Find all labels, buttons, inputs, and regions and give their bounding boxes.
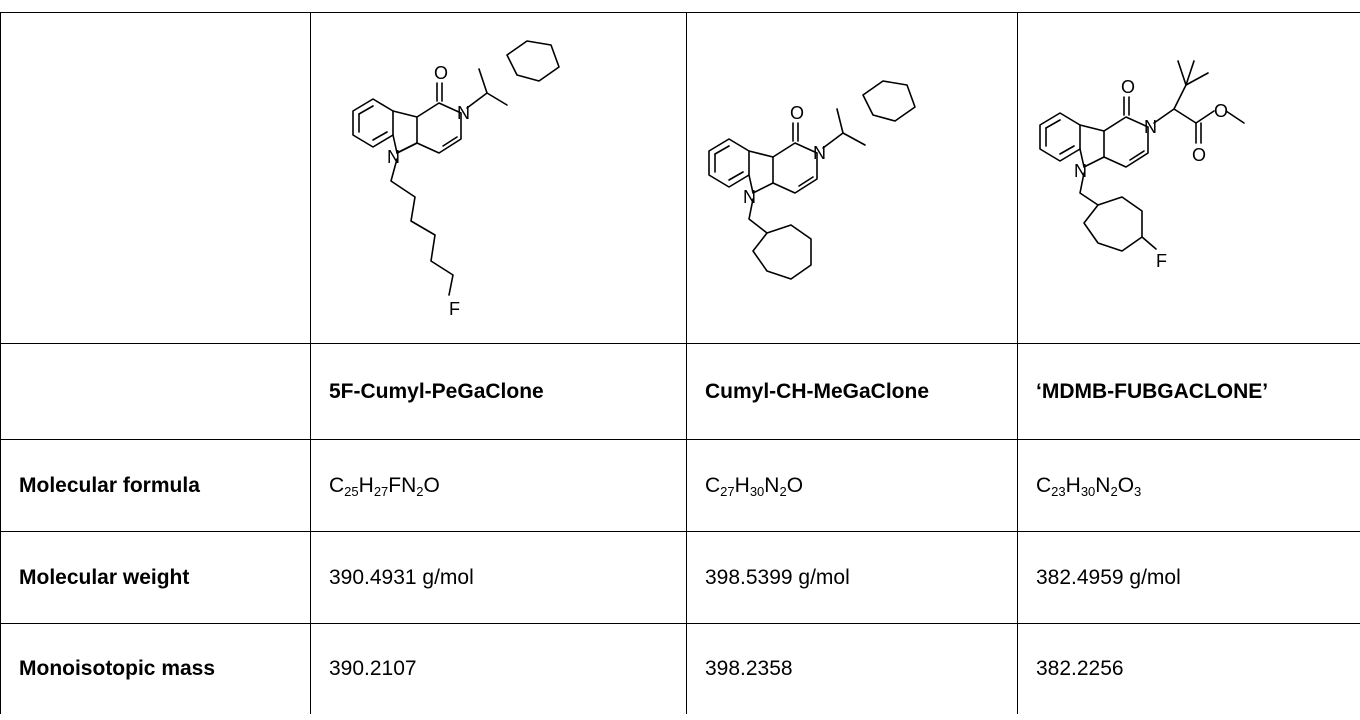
- formula-row: Molecular formula C25H27FN2O C27H30N2O C…: [0, 439, 1360, 532]
- formula-1: C25H27FN2O: [310, 439, 687, 532]
- oxygen-label: O: [434, 63, 448, 83]
- formula-element: O: [423, 473, 440, 497]
- formula-element: N: [1095, 473, 1111, 497]
- nitrogen-label: N: [743, 187, 756, 207]
- structure-row: O N N F O N N: [0, 12, 1360, 344]
- formula-count: 25: [344, 483, 359, 499]
- formula-count: 2: [779, 483, 787, 499]
- formula-element: H: [734, 473, 750, 497]
- fluorine-label: F: [449, 299, 460, 319]
- mass-2: 398.2358: [686, 623, 1018, 714]
- name-row: 5F-Cumyl-PeGaClone Cumyl-CH-MeGaClone ‘M…: [0, 343, 1360, 440]
- formula-element: O: [1117, 473, 1135, 497]
- nitrogen-label: N: [1074, 161, 1087, 181]
- formula-count: 23: [1051, 483, 1066, 499]
- compound-name-1: 5F-Cumyl-PeGaClone: [310, 343, 687, 440]
- nitrogen-label: N: [1144, 117, 1157, 137]
- weight-row: Molecular weight 390.4931 g/mol 398.5399…: [0, 531, 1360, 624]
- oxygen-label: O: [1192, 145, 1206, 165]
- compound-comparison-table: O N N F O N N: [0, 12, 1360, 714]
- formula-3: C23H30N2O3: [1017, 439, 1360, 532]
- weight-2: 398.5399 g/mol: [686, 531, 1018, 624]
- formula-element: C: [705, 473, 721, 497]
- formula-2: C27H30N2O: [686, 439, 1018, 532]
- weight-label: Molecular weight: [0, 531, 311, 624]
- 5f-cumyl-pegaclone-structure-icon: O N N F: [352, 40, 560, 319]
- formula-count: 2: [416, 483, 424, 499]
- corner-cell: [0, 12, 311, 344]
- formula-count: 2: [1110, 483, 1118, 499]
- structure-cell-3: O N N O O F: [1017, 12, 1360, 344]
- oxygen-label: O: [1121, 77, 1135, 97]
- name-row-label: [0, 343, 311, 440]
- formula-count: 27: [373, 483, 389, 499]
- mass-row: Monoisotopic mass 390.2107 398.2358 382.…: [0, 623, 1360, 714]
- structure-cell-2: O N N: [686, 12, 1018, 344]
- oxygen-label: O: [790, 103, 804, 123]
- cumyl-ch-megaclone-structure-icon: O N N: [708, 80, 916, 280]
- formula-element: N: [401, 473, 417, 497]
- formula-count: 3: [1134, 483, 1142, 499]
- nitrogen-label: N: [813, 143, 826, 163]
- formula-element: C: [1036, 473, 1052, 497]
- formula-element: O: [786, 473, 804, 497]
- compound-name-3: ‘MDMB-FUBGACLONE’: [1017, 343, 1360, 440]
- mass-3: 382.2256: [1017, 623, 1360, 714]
- formula-element: F: [388, 473, 402, 497]
- formula-count: 27: [720, 483, 735, 499]
- nitrogen-label: N: [457, 103, 470, 123]
- formula-element: H: [358, 473, 374, 497]
- mdmb-fubgaclone-structure-icon: O N N O O F: [1039, 60, 1245, 271]
- weight-1: 390.4931 g/mol: [310, 531, 687, 624]
- formula-element: N: [764, 473, 780, 497]
- formula-element: C: [329, 473, 345, 497]
- weight-3: 382.4959 g/mol: [1017, 531, 1360, 624]
- mass-label: Monoisotopic mass: [0, 623, 311, 714]
- oxygen-label: O: [1214, 101, 1228, 121]
- compound-name-2: Cumyl-CH-MeGaClone: [686, 343, 1018, 440]
- fluorine-label: F: [1156, 251, 1167, 271]
- structure-cell-1: O N N F: [310, 12, 687, 344]
- nitrogen-label: N: [387, 147, 400, 167]
- formula-count: 30: [749, 483, 765, 499]
- mass-1: 390.2107: [310, 623, 687, 714]
- formula-label: Molecular formula: [0, 439, 311, 532]
- formula-count: 30: [1080, 483, 1096, 499]
- formula-element: H: [1065, 473, 1081, 497]
